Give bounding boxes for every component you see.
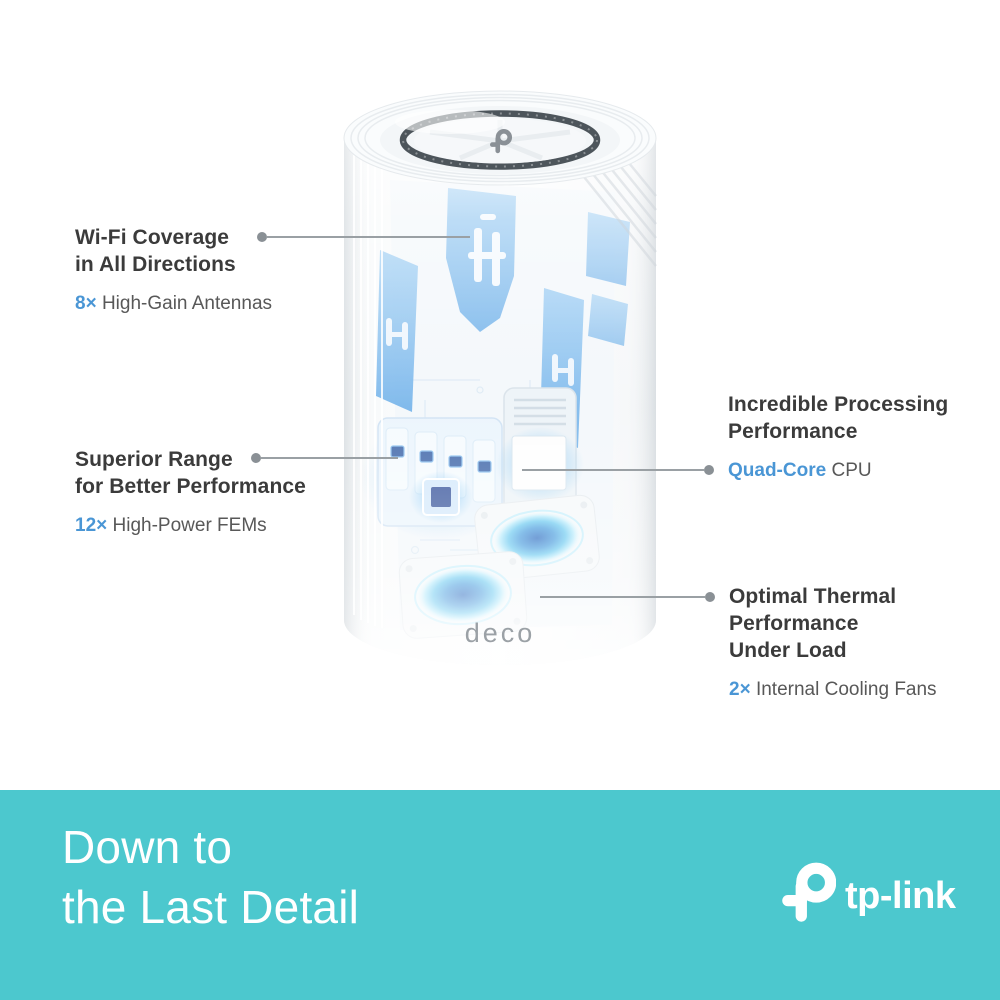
callout-thermal-stat-value: 2×: [729, 679, 751, 700]
callout-wifi-title: Wi-Fi Coverage in All Directions: [75, 224, 335, 278]
tp-link-logo: tp-link: [782, 860, 956, 932]
callout-thermal-title-line1: Optimal Thermal: [729, 585, 897, 608]
connector-line-range: [261, 457, 398, 459]
connector-dot-cpu: [704, 465, 714, 475]
callout-thermal-stat: 2× Internal Cooling Fans: [729, 678, 979, 702]
callout-wifi-coverage: Wi-Fi Coverage in All Directions 8× High…: [75, 224, 335, 316]
tp-link-logo-text: tp-link: [845, 874, 956, 917]
callout-wifi-title-line1: Wi-Fi Coverage: [75, 226, 230, 249]
shell-ribs-right: [579, 151, 657, 267]
connector-dot-wifi: [257, 232, 267, 242]
tp-link-mark-small-icon: [490, 129, 513, 154]
callout-cpu-stat-label: CPU: [831, 460, 872, 481]
callout-thermal-performance: Optimal Thermal Performance Under Load 2…: [729, 583, 979, 702]
connector-line-wifi: [267, 236, 470, 238]
connector-dot-thermal: [705, 592, 715, 602]
callout-thermal-title-line3: Under Load: [729, 639, 847, 662]
callout-wifi-stat-value: 8×: [75, 293, 97, 314]
callout-cpu-stat: Quad-Core CPU: [728, 459, 978, 483]
router-illustration: deco: [343, 90, 657, 665]
callout-range-stat-label: High-Power FEMs: [112, 515, 267, 536]
callout-range-stat-value: 12×: [75, 515, 108, 536]
callout-thermal-title: Optimal Thermal Performance Under Load: [729, 583, 979, 664]
device-top-cap: [343, 90, 657, 186]
callout-processing-performance: Incredible Processing Performance Quad-C…: [728, 391, 978, 483]
banner: Down to the Last Detail tp-link: [0, 790, 1000, 1000]
callout-cpu-title-line1: Incredible Processing: [728, 393, 949, 416]
deco-wordmark: deco: [465, 618, 536, 648]
connector-dot-range: [251, 453, 261, 463]
connector-line-thermal: [540, 596, 705, 598]
connector-line-cpu: [522, 469, 704, 471]
callout-thermal-title-line2: Performance: [729, 612, 859, 635]
callout-wifi-stat: 8× High-Gain Antennas: [75, 292, 335, 316]
callout-range-title-line1: Superior Range: [75, 448, 233, 471]
callout-superior-range: Superior Range for Better Performance 12…: [75, 446, 355, 538]
callout-thermal-stat-label: Internal Cooling Fans: [755, 679, 937, 700]
top-vent-ring: [399, 110, 601, 170]
shell-ribs-left: [353, 146, 383, 628]
callout-wifi-stat-label: High-Gain Antennas: [101, 293, 273, 314]
callout-range-title: Superior Range for Better Performance: [75, 446, 355, 500]
callout-wifi-title-line2: in All Directions: [75, 253, 236, 276]
callout-cpu-stat-value: Quad-Core: [728, 460, 827, 481]
tp-link-logo-icon: [782, 862, 836, 922]
banner-heading-line1: Down to: [62, 821, 233, 873]
callout-cpu-title-line2: Performance: [728, 420, 858, 443]
callout-range-stat: 12× High-Power FEMs: [75, 514, 355, 538]
callout-cpu-title: Incredible Processing Performance: [728, 391, 978, 445]
banner-heading: Down to the Last Detail: [62, 817, 359, 937]
callout-range-title-line2: for Better Performance: [75, 475, 306, 498]
banner-heading-line2: the Last Detail: [62, 881, 360, 933]
